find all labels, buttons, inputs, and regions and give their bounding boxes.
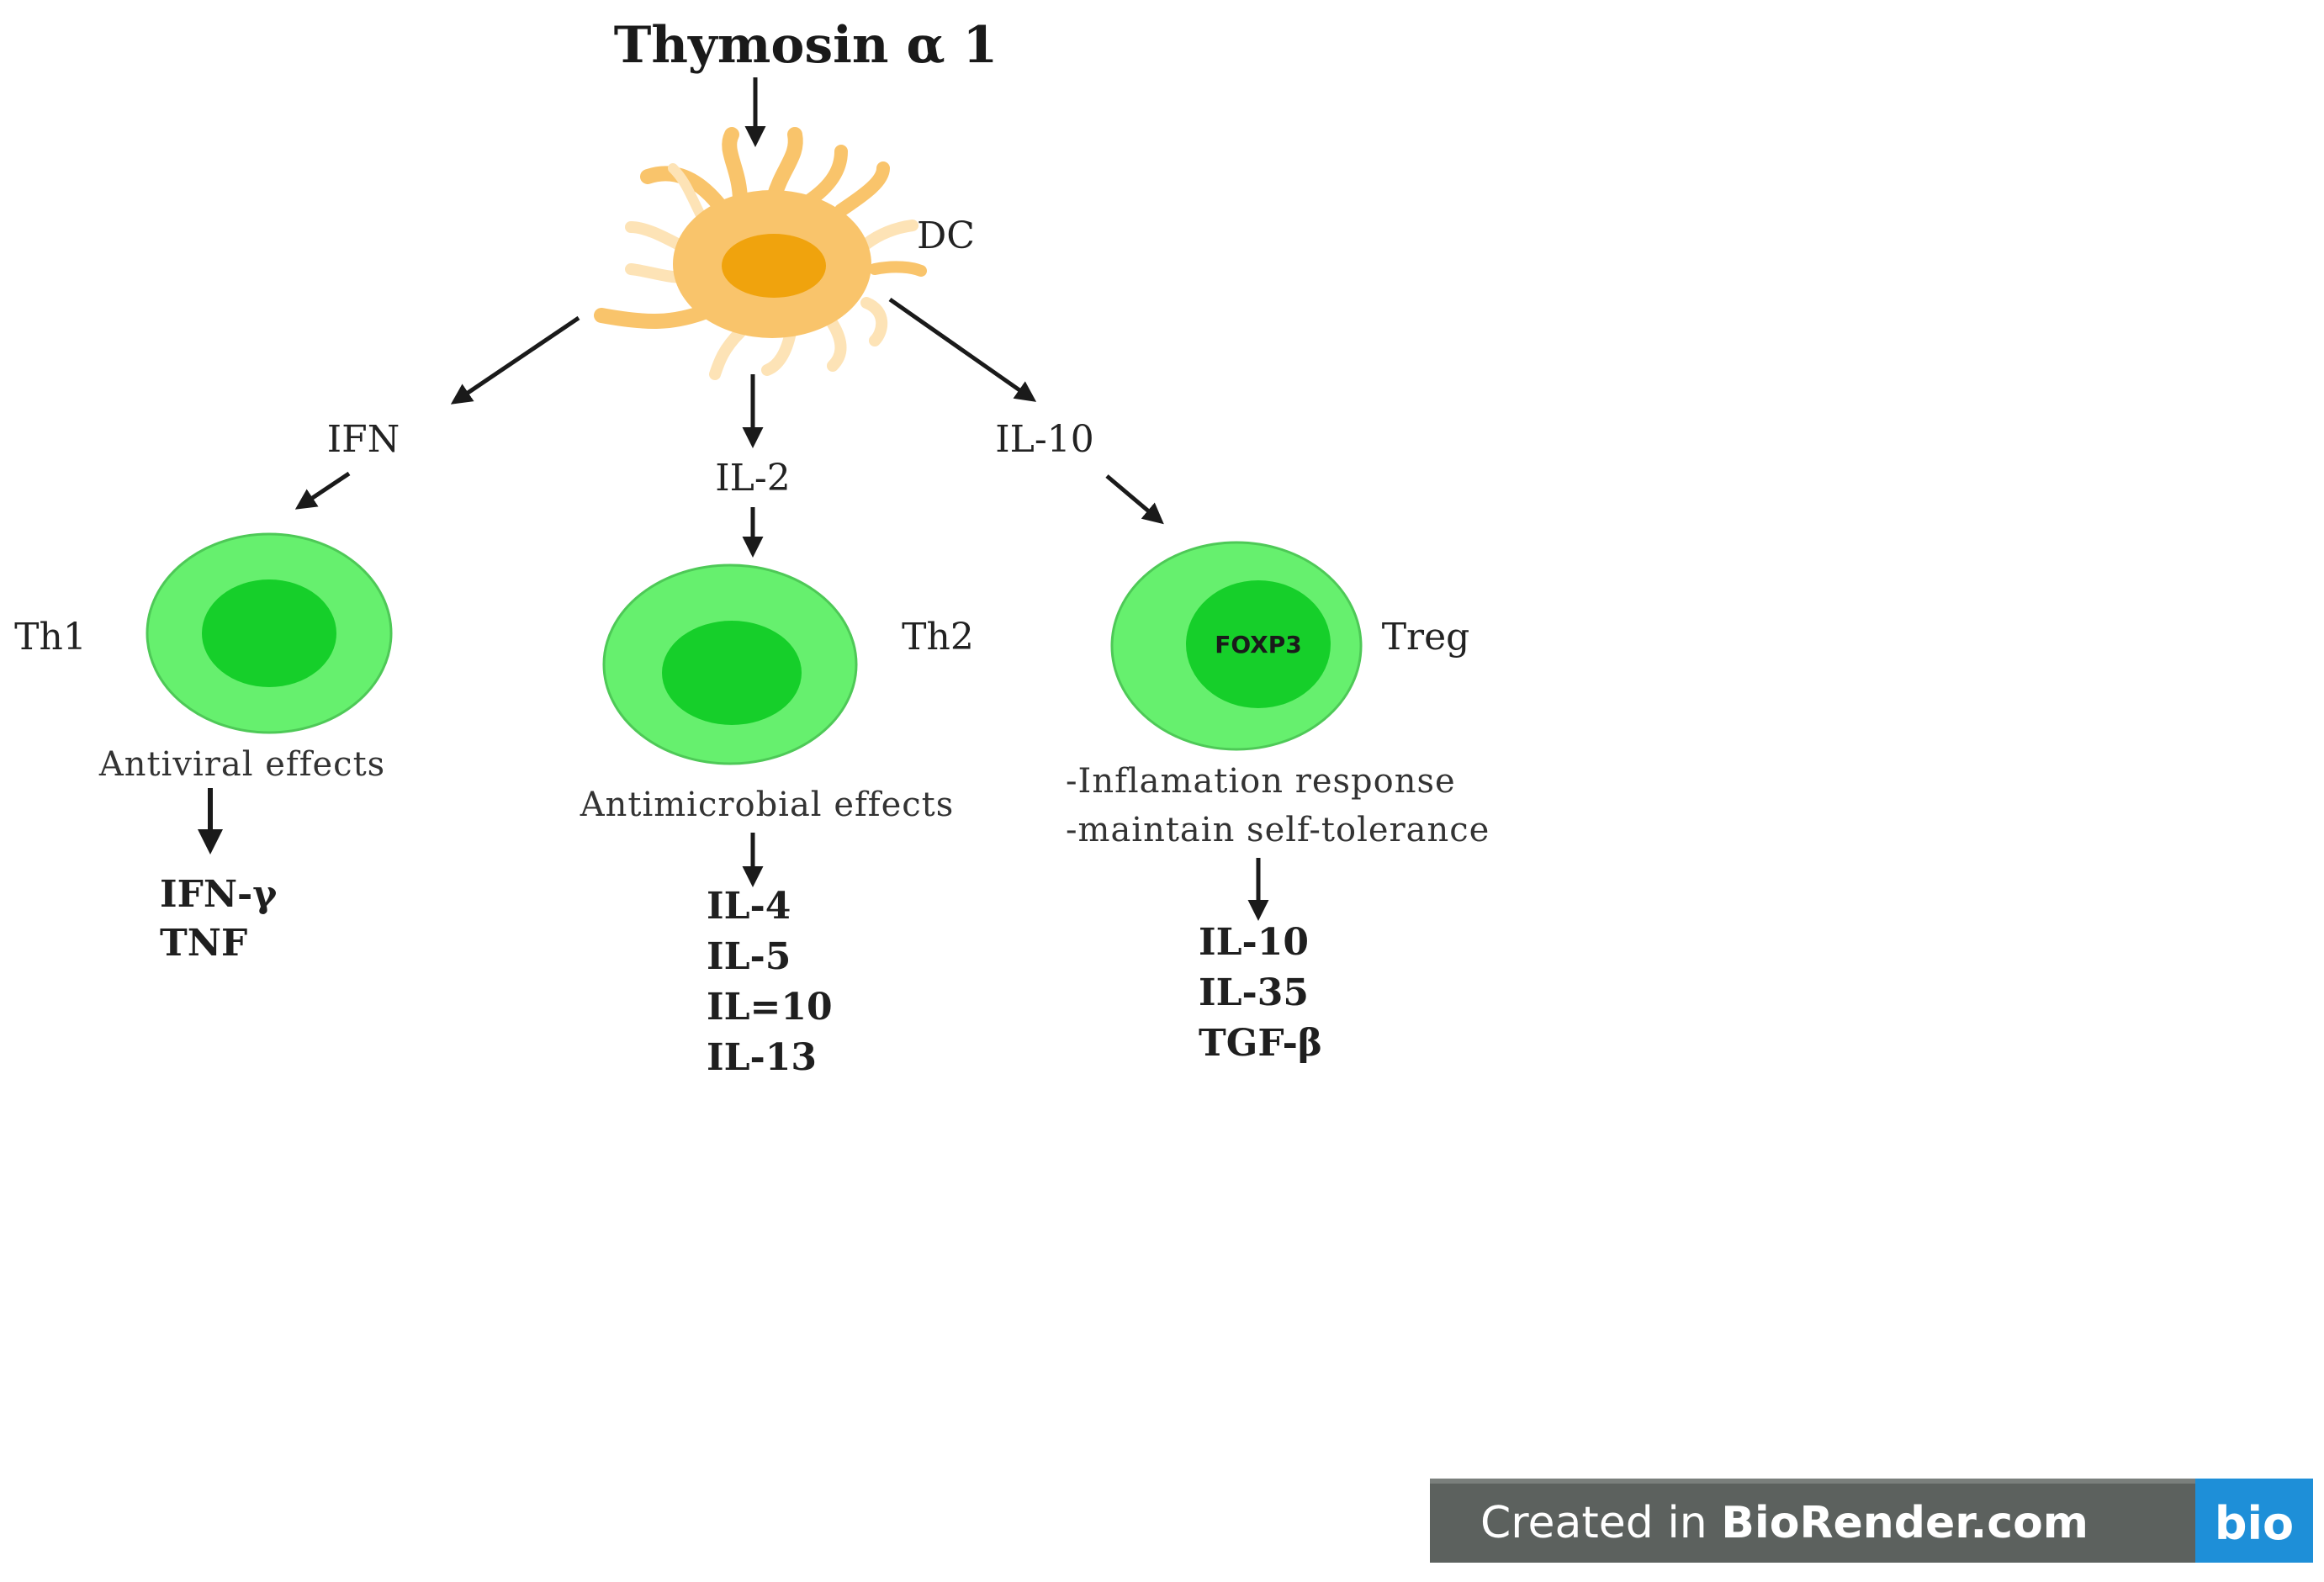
signal-label-il2: IL-2 bbox=[715, 457, 790, 500]
th2-cell-icon bbox=[602, 563, 858, 765]
cytokine-item: IL-35 bbox=[1199, 971, 1309, 1014]
arrow-dc-to-ifn bbox=[450, 315, 580, 405]
th2-effect: Antimicrobial effects bbox=[580, 786, 955, 824]
cell-label-th2: Th2 bbox=[902, 616, 974, 659]
cytokine-item: IL-10 bbox=[1199, 921, 1309, 964]
th2-cytokine-list: IL-4 IL-5 IL=10 IL-13 bbox=[707, 885, 833, 1079]
treg-effect-1: -Inflamation response bbox=[1066, 762, 1456, 801]
biorender-watermark[interactable]: Created in BioRender.com bio bbox=[1430, 1479, 2313, 1563]
cytokine-item: TGF-β bbox=[1199, 1022, 1322, 1065]
cell-label-treg: Treg bbox=[1382, 616, 1470, 659]
treg-cell-icon bbox=[1110, 541, 1363, 751]
arrow-il10-to-treg bbox=[1105, 474, 1164, 525]
cytokine-item: IFN-γ bbox=[160, 873, 278, 916]
watermark-prefix: Created in bbox=[1480, 1498, 1721, 1548]
th1-cell-icon bbox=[146, 532, 393, 734]
signal-label-il10: IL-10 bbox=[995, 418, 1093, 461]
signal-label-ifn: IFN bbox=[327, 418, 400, 461]
biorender-logo-text: bio bbox=[2215, 1497, 2294, 1550]
watermark-background bbox=[1430, 1479, 2313, 1563]
dc-dendrites bbox=[594, 127, 927, 380]
treg-effect-2: -maintain self-tolerance bbox=[1066, 811, 1490, 849]
arrow-dc-to-il10 bbox=[888, 297, 1037, 402]
th1-cytokine-list: IFN-γ TNF bbox=[160, 873, 278, 965]
treg-nucleus-label: FOXP3 bbox=[1215, 631, 1302, 659]
treg-cytokine-list: IL-10 IL-35 TGF-β bbox=[1199, 921, 1322, 1065]
dc-label: DC bbox=[917, 214, 975, 257]
biorender-logo-icon bbox=[2195, 1479, 2313, 1563]
dc-nucleus bbox=[722, 234, 826, 298]
arrow-ifn-to-th1 bbox=[294, 471, 351, 510]
watermark-text: Created in BioRender.com bbox=[1480, 1498, 2088, 1548]
cytokine-item: TNF bbox=[160, 922, 247, 965]
cytokine-item: IL-13 bbox=[707, 1036, 817, 1079]
dendritic-cell-icon bbox=[594, 127, 927, 380]
cell-label-th1: Th1 bbox=[14, 616, 87, 659]
cytokine-item: IL-5 bbox=[707, 935, 791, 978]
diagram-title: Thymosin α 1 bbox=[614, 16, 998, 75]
watermark-brand: BioRender.com bbox=[1721, 1498, 2088, 1548]
cytokine-item: IL=10 bbox=[707, 986, 833, 1029]
th1-effect: Antiviral effects bbox=[98, 745, 385, 784]
cytokine-item: IL-4 bbox=[707, 885, 791, 928]
